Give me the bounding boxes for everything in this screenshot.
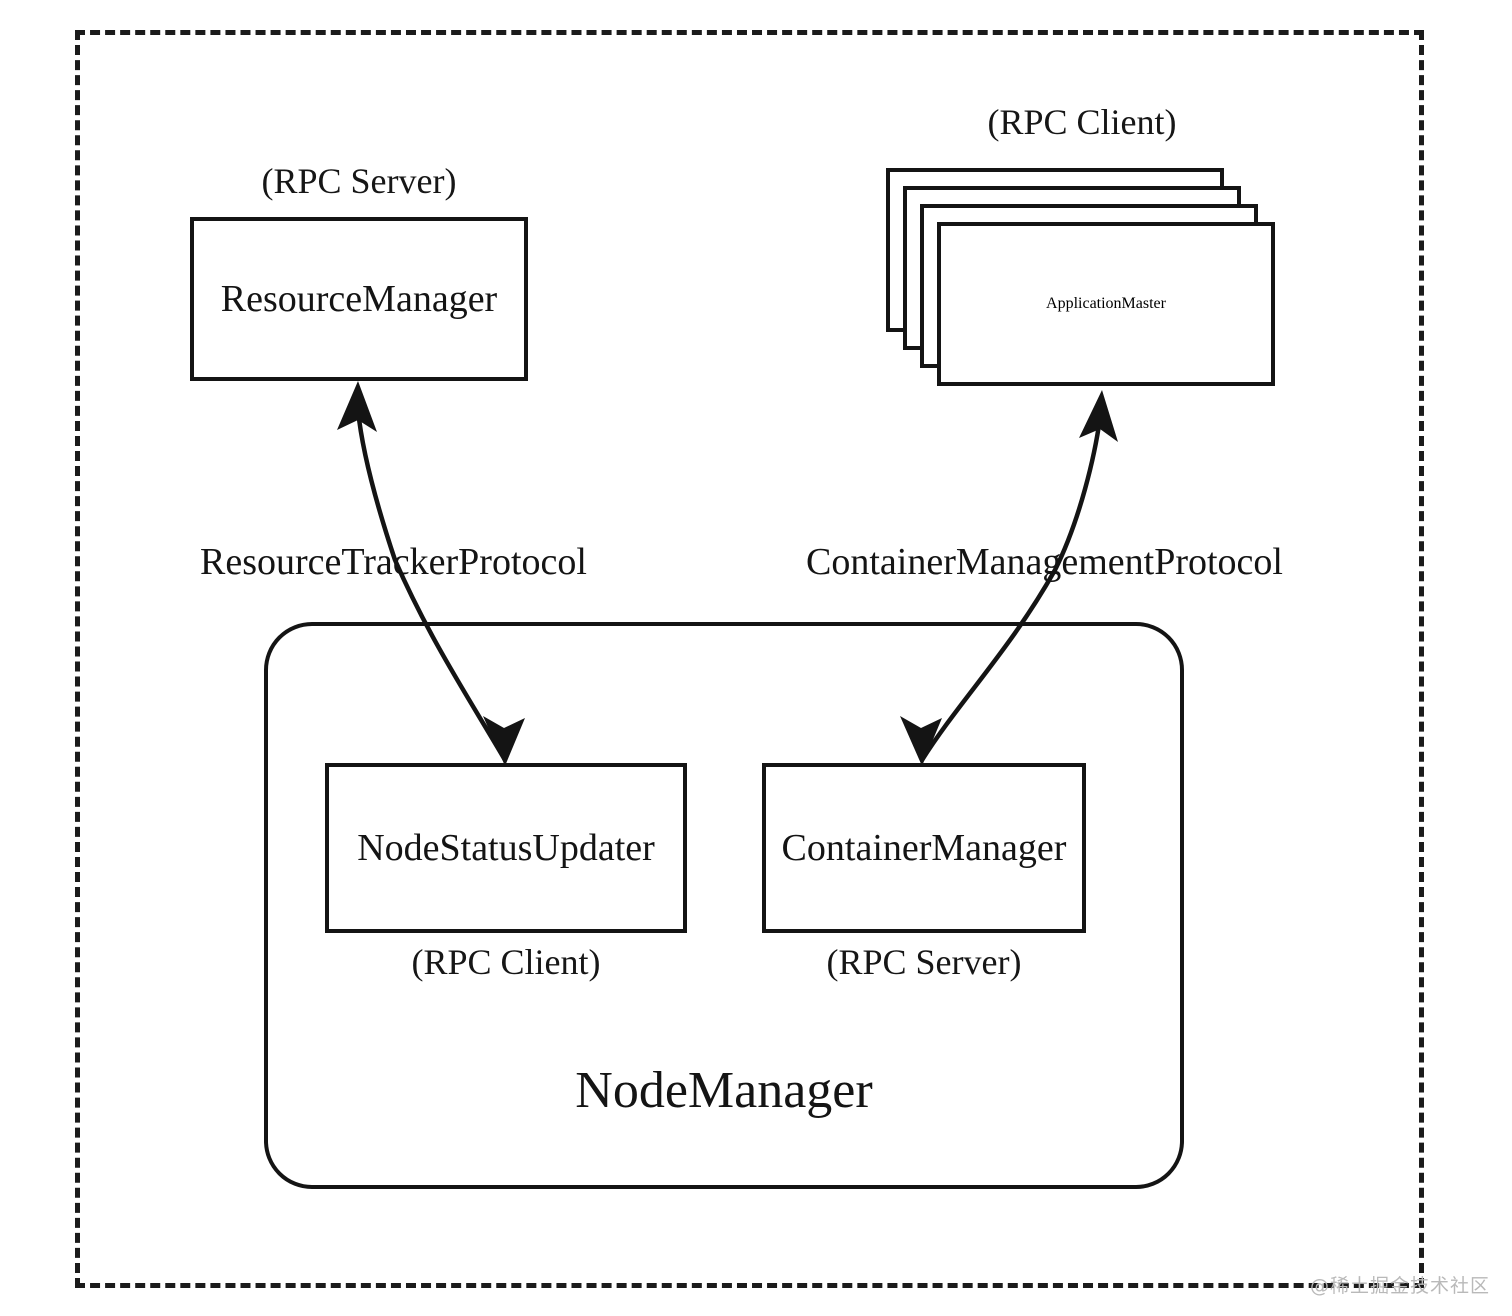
resource-tracker-protocol-label: ResourceTrackerProtocol <box>200 541 587 583</box>
container-manager-label: ContainerManager <box>781 827 1067 869</box>
application-master-label: ApplicationMaster <box>1046 295 1166 312</box>
outer-dashed-boundary <box>75 30 1424 1288</box>
container-manager-box[interactable]: ContainerManager <box>762 763 1086 933</box>
application-master-box[interactable]: ApplicationMaster <box>937 222 1275 386</box>
node-status-updater-role-caption: (RPC Client) <box>411 942 601 982</box>
node-manager-title: NodeManager <box>575 1062 873 1119</box>
watermark: @稀土掘金技术社区 <box>1309 1275 1490 1297</box>
node-status-updater-box[interactable]: NodeStatusUpdater <box>325 763 687 933</box>
container-manager-role-caption: (RPC Server) <box>826 942 1022 982</box>
application-master-role-caption: (RPC Client) <box>987 102 1177 142</box>
resource-manager-box[interactable]: ResourceManager <box>190 217 528 381</box>
resource-manager-label: ResourceManager <box>220 278 498 320</box>
resource-manager-role-caption: (RPC Server) <box>261 161 457 201</box>
node-status-updater-label: NodeStatusUpdater <box>357 827 655 869</box>
container-management-protocol-label: ContainerManagementProtocol <box>806 541 1283 583</box>
application-master-stack[interactable]: ApplicationMaster <box>886 168 1278 398</box>
